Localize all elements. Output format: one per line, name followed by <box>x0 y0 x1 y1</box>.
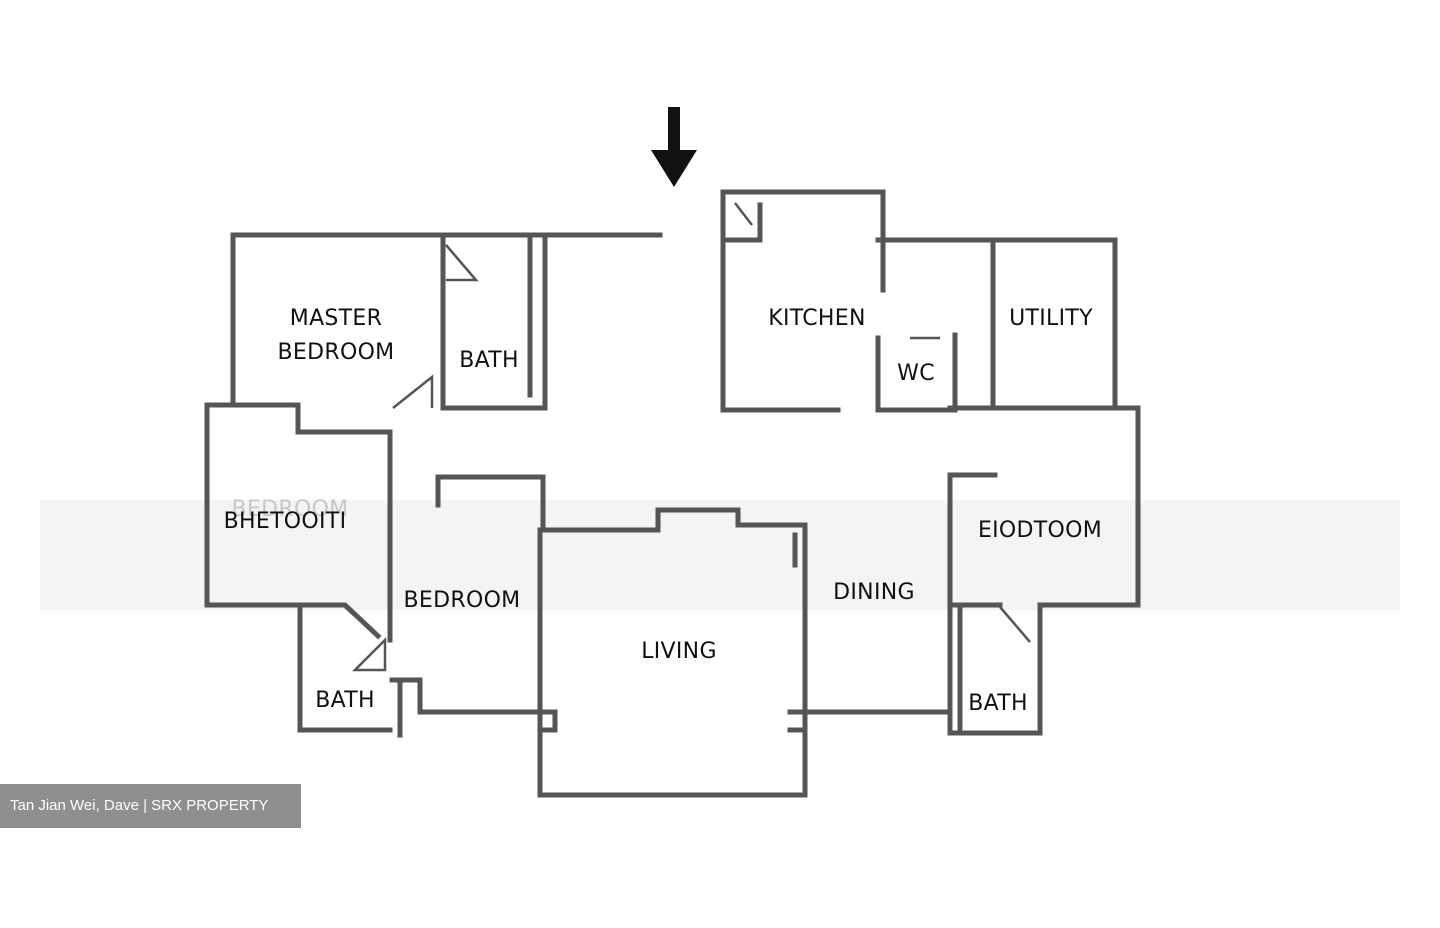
door-swing-bedroom-left <box>344 606 379 637</box>
door-swing-bath3 <box>999 606 1031 643</box>
wall-wc <box>875 335 953 413</box>
door-swing-bedroom-mid <box>351 636 387 672</box>
wall-bedroom-mid-south <box>389 677 548 715</box>
wall-east-outline <box>947 405 1141 736</box>
walls <box>204 189 1141 798</box>
wall-living-pier-left <box>537 709 558 733</box>
wall-kitchen-west <box>720 192 841 413</box>
door-swing-bath1 <box>445 244 479 282</box>
arrow-down-icon <box>651 107 697 187</box>
wall-bath1 <box>440 237 548 411</box>
wall-master-south <box>230 402 391 435</box>
room-label-bath-2: BATH <box>315 687 375 713</box>
wall-kitchen-door <box>720 202 763 243</box>
room-label-bedroom-left-faint: BEDROOM <box>231 496 349 522</box>
background-band <box>40 500 1400 610</box>
room-label-bedroom-right: EIODTOOM <box>977 517 1103 543</box>
wall-kitchen-north <box>720 189 886 293</box>
wall-living-pier-right <box>787 709 808 733</box>
wall-bedroom-mid-north <box>435 474 546 533</box>
room-label-wc: WC <box>897 360 935 386</box>
room-label-bath-1: BATH <box>459 347 519 373</box>
door-swing-kitchen <box>734 202 753 226</box>
wall-living <box>537 507 808 798</box>
door-swing-master <box>392 374 434 409</box>
room-label-bedroom-mid: BEDROOM <box>403 587 521 613</box>
room-label-bedroom-left: BHETOOITI <box>223 508 347 534</box>
room-label-dining: DINING <box>833 579 915 605</box>
wall-west-outline <box>204 232 663 733</box>
room-label-kitchen: KITCHEN <box>768 305 866 331</box>
room-label-bath-3: BATH <box>968 690 1028 716</box>
door-swings <box>344 202 1031 672</box>
watermark-credit: Tan Jian Wei, Dave | SRX PROPERTY <box>0 784 301 828</box>
master-bedroom-line2: BEDROOM <box>277 340 395 365</box>
room-label-utility: UTILITY <box>1009 305 1093 331</box>
master-bedroom-line1: MASTER <box>289 305 383 331</box>
room-label-master-bedroom: MASTER BEDROOM <box>278 302 395 370</box>
room-label-living: LIVING <box>641 638 717 664</box>
